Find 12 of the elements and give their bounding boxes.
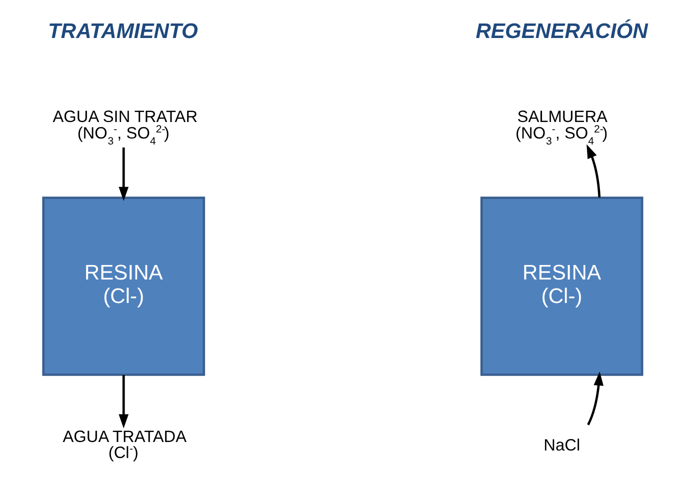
node-text: AGUA SIN TRATAR (NO$_{3}$$^{-}$, SO$_{4}$$^{2-}$)	[52, 108, 198, 148]
node-text: NaCl	[544, 436, 580, 455]
label: REGENERACIÓN	[476, 20, 648, 43]
arrow	[587, 371, 604, 426]
arrow	[118, 375, 129, 428]
node-box: RESINA (Cl-)	[480, 196, 644, 376]
node-text: AGUA TRATADA (Cl$^{-}$)	[62, 428, 187, 462]
arrow	[586, 144, 601, 198]
label: TRATAMIENTO	[48, 20, 198, 43]
node-text: SALMUERA (NO$_{3}$$^{-}$, SO$_{4}$$^{2-}$)	[516, 108, 608, 148]
node-box: RESINA (Cl-)	[42, 196, 206, 376]
arrow	[118, 147, 129, 202]
